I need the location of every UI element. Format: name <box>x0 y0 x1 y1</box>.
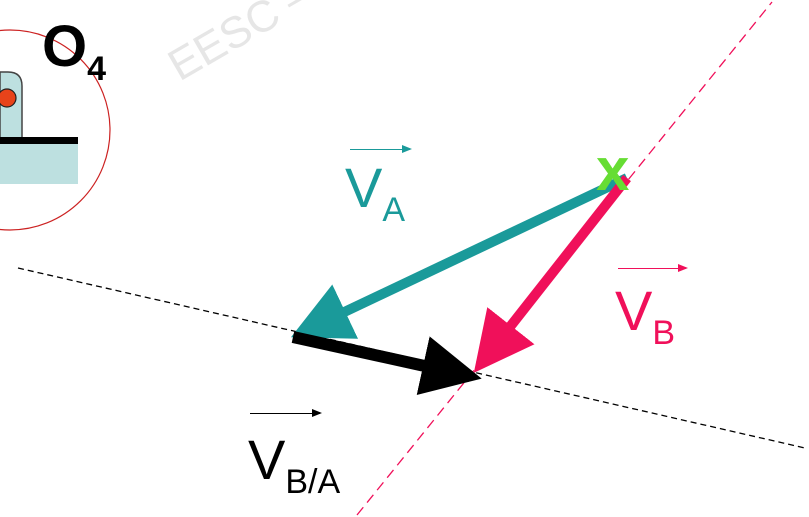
trajectory-circle <box>0 29 111 231</box>
vb-vector-bar <box>618 263 688 272</box>
label-vba: VB/A <box>248 432 340 500</box>
pivot-joint <box>0 88 17 108</box>
vector-vb <box>473 174 631 373</box>
label-vb-sub: B <box>652 314 676 352</box>
label-va: VA <box>345 160 405 228</box>
label-vb: VB <box>615 283 675 351</box>
label-va-main: V <box>345 156 383 219</box>
vector-vba <box>291 331 482 395</box>
point-marker: x <box>596 136 630 203</box>
ground-block <box>0 140 78 184</box>
mechanism-fragment <box>0 29 111 231</box>
vba-vector-bar <box>250 408 322 417</box>
label-o4: O4 <box>42 18 106 87</box>
label-vb-main: V <box>615 279 653 342</box>
label-vba-sub: B/A <box>285 463 341 501</box>
va-vector-bar <box>350 144 412 153</box>
label-va-sub: A <box>382 191 406 229</box>
label-o4-main: O <box>42 14 88 79</box>
ground-line <box>0 137 78 144</box>
label-o4-sub: 4 <box>87 50 107 88</box>
label-vba-main: V <box>248 428 286 491</box>
vector-va <box>290 173 630 339</box>
